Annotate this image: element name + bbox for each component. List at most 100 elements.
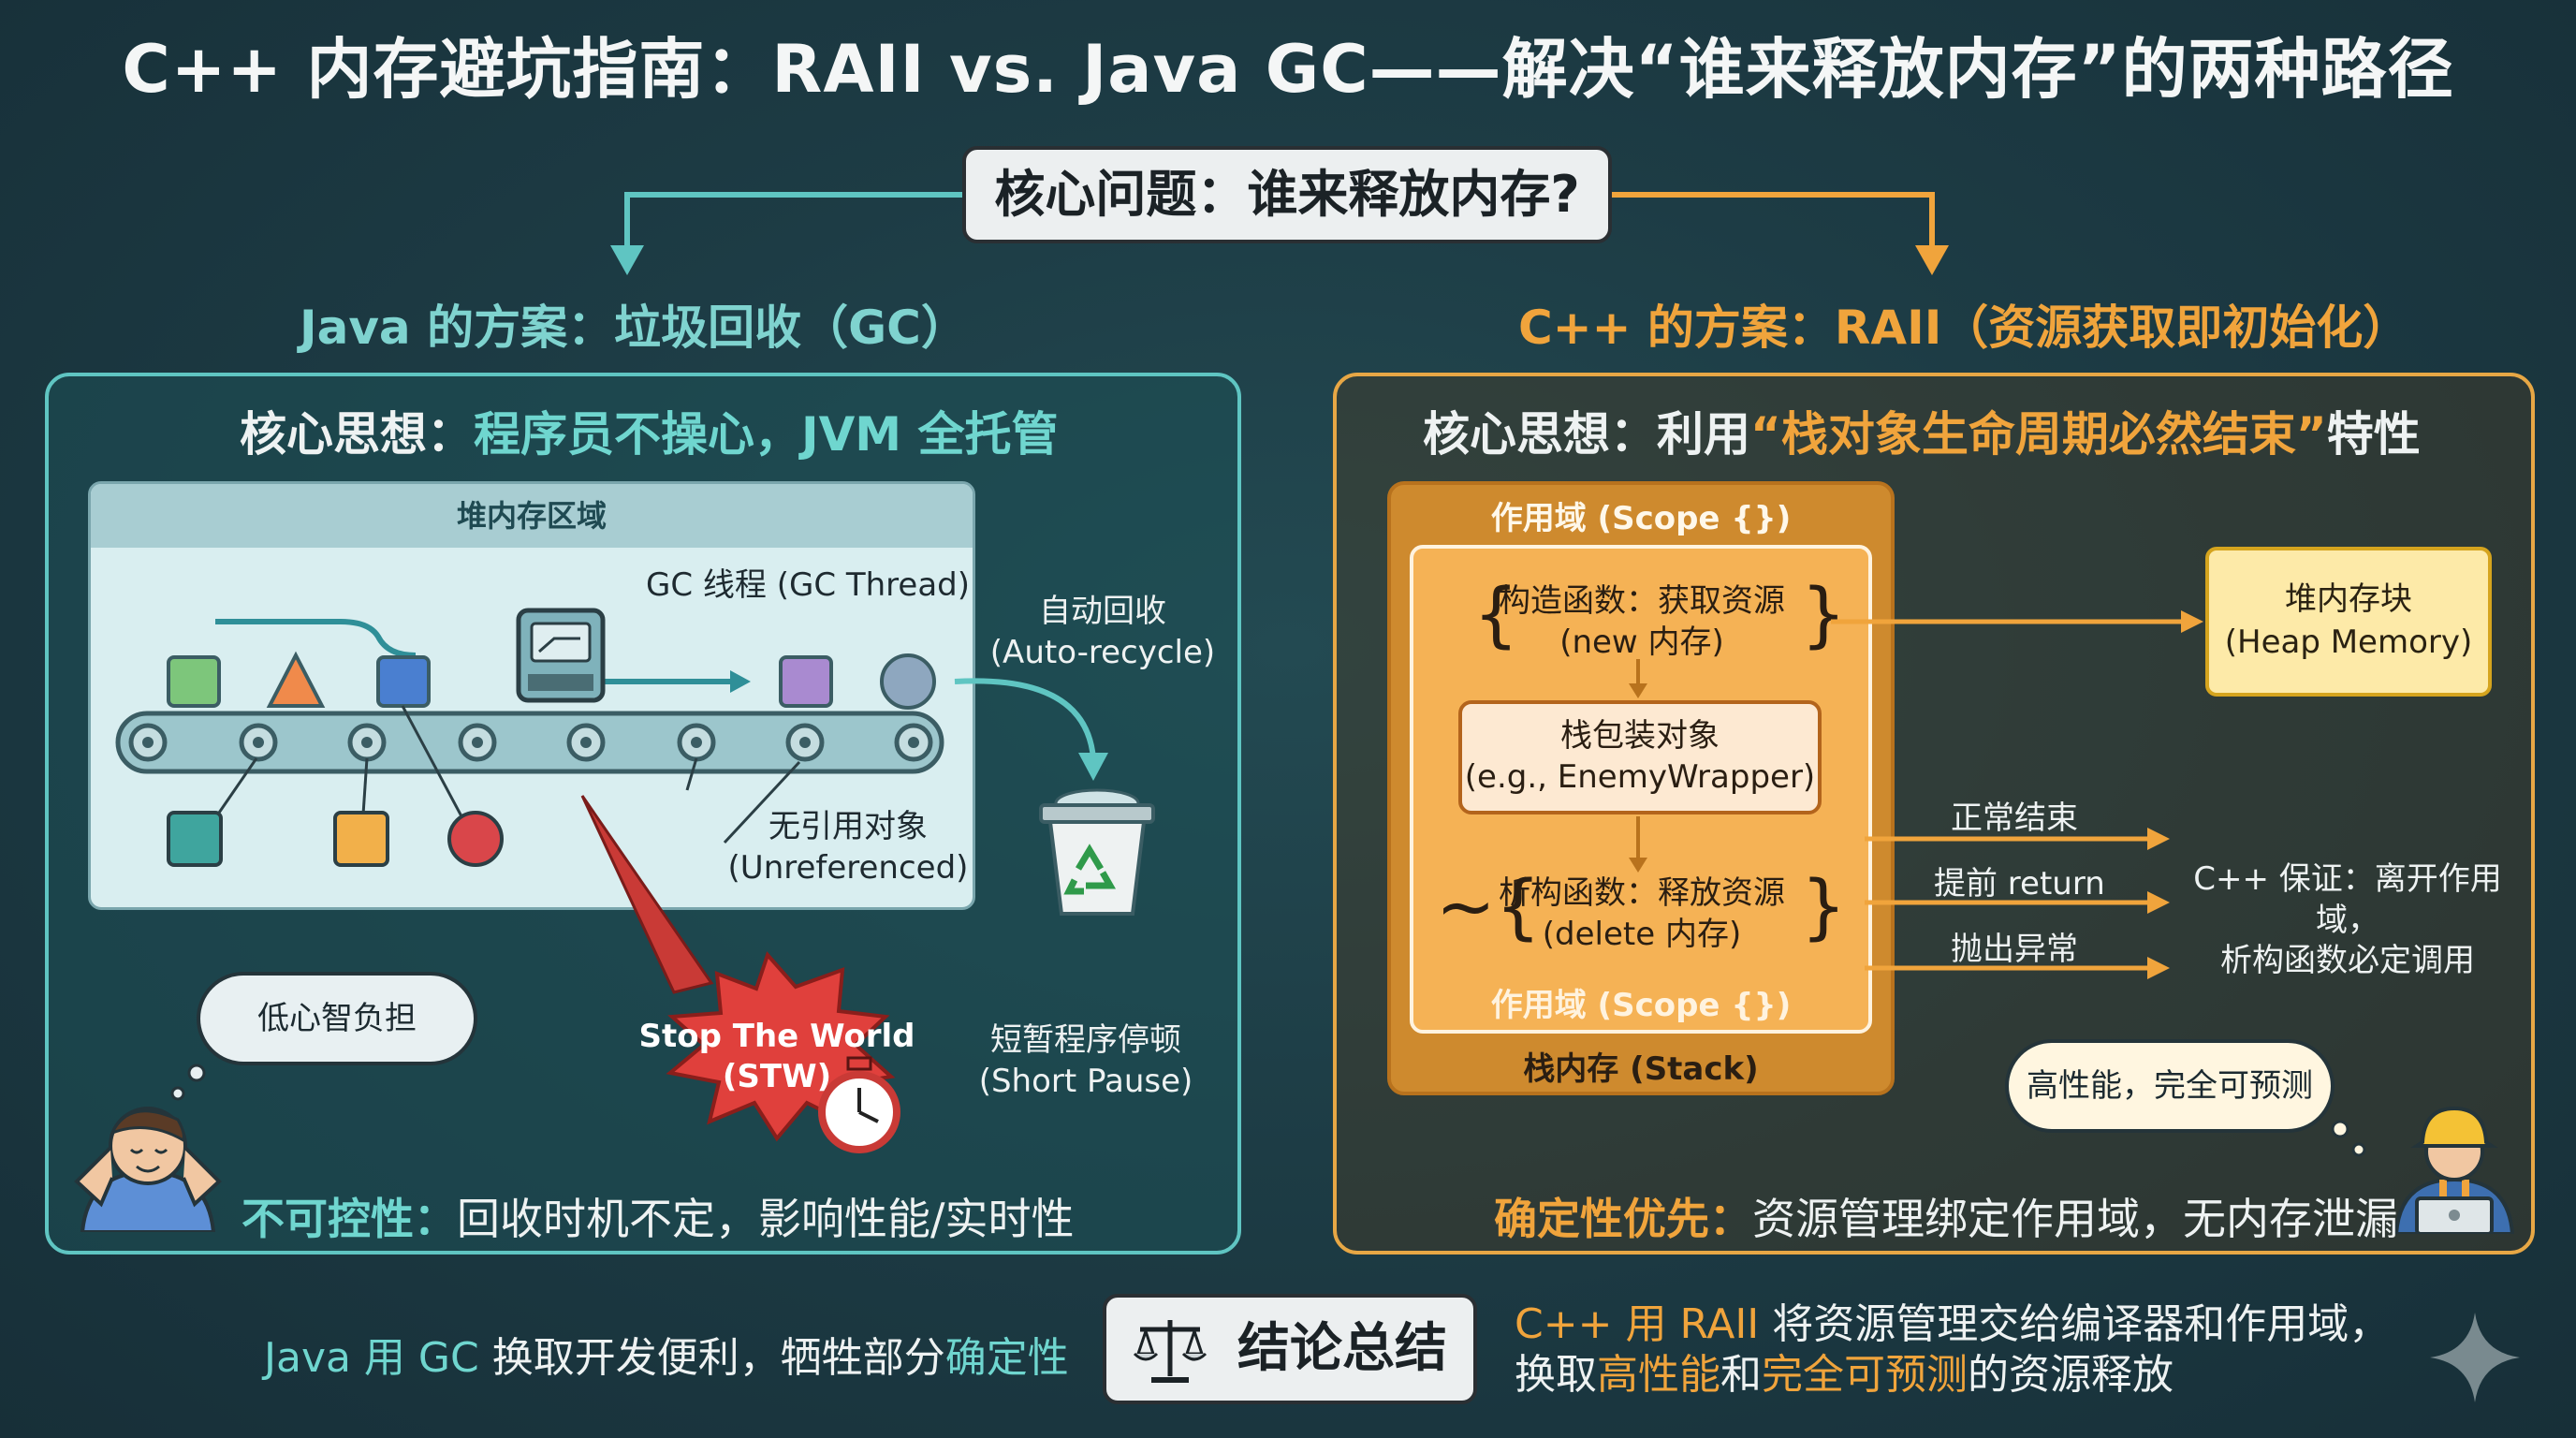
cpp-conclusion-b: RAII bbox=[1679, 1300, 1760, 1348]
cpp-conclusion-h: 的资源释放 bbox=[1968, 1350, 2174, 1399]
constructor-label: 构造函数：获取资源 (new 内存) bbox=[1460, 580, 1823, 663]
unreferenced-label: 无引用对象 (Unreferenced) bbox=[708, 807, 988, 888]
java-core-highlight: 程序员不操心，JVM 全托管 bbox=[474, 407, 1059, 462]
scope-top-label: 作用域 (Scope {}) bbox=[1490, 500, 1792, 537]
cpp-conclusion-e: 高性能 bbox=[1597, 1350, 1720, 1399]
engineer-icon bbox=[2393, 1106, 2515, 1234]
conveyor-belt bbox=[115, 711, 944, 774]
conveyor-rollers bbox=[128, 723, 933, 762]
java-branch-arrow bbox=[624, 192, 962, 255]
cpp-conclusion-a: C++ 用 bbox=[1515, 1300, 1680, 1348]
short-pause-label-2: (Short Pause) bbox=[978, 1062, 1193, 1100]
cpp-guarantee-label: C++ 保证：离开作用域， 析构函数必定调用 bbox=[2170, 859, 2525, 982]
auto-recycle-label-2: (Auto-recycle) bbox=[989, 633, 1216, 671]
conclusion-label: 结论总结 bbox=[1237, 1318, 1447, 1379]
recycle-bin-icon bbox=[1039, 788, 1155, 916]
object-orange-triangle bbox=[266, 651, 326, 708]
auto-recycle-label-1: 自动回收 bbox=[1039, 593, 1166, 630]
short-pause-label-1: 短暂程序停顿 bbox=[990, 1021, 1181, 1059]
stack-wrapper-label-2: (e.g., EnemyWrapper) bbox=[1464, 758, 1816, 797]
cpp-conclusion-line-2: 换取高性能和完全可预测的资源释放 bbox=[1515, 1350, 2390, 1401]
object-green-square bbox=[167, 655, 221, 708]
cpp-flow-arrows bbox=[1831, 610, 2203, 979]
cpp-core-prefix: 核心思想：利用 bbox=[1423, 407, 1750, 462]
conclusion-box: 结论总结 bbox=[1103, 1294, 1477, 1404]
destructor-label-2: (delete 内存) bbox=[1542, 916, 1742, 954]
heap-memory-box: 堆内存块 (Heap Memory) bbox=[2205, 547, 2492, 697]
java-core-idea: 核心思想：程序员不操心，JVM 全托管 bbox=[240, 397, 1058, 464]
page-title: C++ 内存避坑指南：RAII vs. Java GC——解决“谁来释放内存”的… bbox=[122, 31, 2454, 108]
relaxed-person-icon bbox=[74, 1107, 222, 1232]
stw-label: Stop The World (STW) bbox=[590, 1017, 964, 1096]
object-purple-square bbox=[779, 655, 833, 708]
java-bottom-line: 不可控性：回收时机不定，影响性能/实时性 bbox=[242, 1185, 1075, 1247]
stw-label-2: (STW) bbox=[722, 1057, 832, 1095]
cpp-core-suffix: 特性 bbox=[2326, 407, 2421, 462]
exit-return-label: 提前 return bbox=[1934, 865, 2105, 902]
stack-wrapper-label-1: 栈包装对象 bbox=[1560, 717, 1720, 755]
gc-robot-icon bbox=[516, 608, 606, 703]
auto-recycle-arrow bbox=[954, 678, 1108, 781]
sparkle-icon bbox=[2430, 1313, 2520, 1402]
java-conclusion-c: 换取开发便利，牺牲部分 bbox=[478, 1334, 945, 1382]
heap-memory-label-2: (Heap Memory) bbox=[2224, 623, 2473, 661]
lifecycle-arrows bbox=[1629, 659, 1647, 873]
heap-memory-label-1: 堆内存块 bbox=[2285, 580, 2412, 618]
brace-close-icon: } bbox=[1801, 572, 1847, 655]
stw-pointer bbox=[580, 795, 714, 994]
brace-open-icon: { bbox=[1473, 572, 1519, 655]
object-teal-square bbox=[167, 811, 223, 867]
java-core-prefix: 核心思想： bbox=[240, 407, 474, 462]
gc-thread-path bbox=[215, 619, 417, 658]
cpp-branch-arrow bbox=[1612, 192, 1935, 255]
cpp-conclusion-c: 将资源管理交给编译器和作用域， bbox=[1759, 1300, 2391, 1348]
constructor-label-1: 构造函数：获取资源 bbox=[1499, 582, 1785, 620]
cpp-conclusion: C++ 用 RAII 将资源管理交给编译器和作用域， 换取高性能和完全可预测的资… bbox=[1515, 1299, 2390, 1400]
java-conclusion: Java 用 GC 换取开发便利，牺牲部分确定性 bbox=[264, 1324, 1069, 1384]
scale-icon bbox=[1133, 1320, 1208, 1383]
stack-memory-label: 栈内存 (Stack) bbox=[1523, 1050, 1759, 1088]
object-grey-circle bbox=[880, 653, 936, 710]
low-burden-thought-cloud: 低心智负担 bbox=[197, 972, 477, 1065]
object-red-circle bbox=[447, 811, 504, 867]
gc-thread-arrowhead bbox=[730, 670, 751, 693]
brace-close-icon-2: } bbox=[1801, 864, 1847, 947]
java-bottom-text: 回收时机不定，影响性能/实时性 bbox=[457, 1194, 1075, 1244]
exit-normal-label: 正常结束 bbox=[1951, 800, 2078, 837]
java-bottom-prefix: 不可控性： bbox=[242, 1194, 457, 1244]
unreferenced-label-2: (Unreferenced) bbox=[727, 848, 969, 887]
object-yellow-square bbox=[333, 811, 389, 867]
thought-bubbles bbox=[170, 1064, 206, 1101]
java-heading: Java 的方案：垃圾回收（GC） bbox=[300, 301, 968, 355]
cpp-heading: C++ 的方案：RAII（资源获取即初始化） bbox=[1518, 301, 2410, 355]
exit-throw-label: 抛出异常 bbox=[1951, 931, 2078, 968]
cpp-conclusion-d: 换取 bbox=[1515, 1350, 1597, 1399]
cpp-core-idea: 核心思想：利用“栈对象生命周期必然结束”特性 bbox=[1423, 397, 2421, 464]
java-conclusion-a: Java 用 bbox=[264, 1334, 418, 1382]
tilde-brace-icon: ~{ bbox=[1436, 864, 1542, 947]
gc-thread-label: GC 线程 (GC Thread) bbox=[646, 566, 971, 604]
auto-recycle-label: 自动回收 (Auto-recycle) bbox=[981, 592, 1224, 673]
stack-wrapper-object-box: 栈包装对象 (e.g., EnemyWrapper) bbox=[1458, 700, 1822, 814]
gc-conveyor-diagram bbox=[115, 608, 944, 867]
thought-bubbles-cpp bbox=[2331, 1120, 2366, 1157]
stw-label-1: Stop The World bbox=[638, 1018, 915, 1055]
java-branch-arrowhead bbox=[610, 245, 644, 275]
destructor-label: 析构函数：释放资源 (delete 内存) bbox=[1460, 873, 1823, 955]
scope-bottom-label: 作用域 (Scope {}) bbox=[1490, 987, 1792, 1024]
cpp-bottom-text: 资源管理绑定作用域，无内存泄漏 bbox=[1752, 1194, 2398, 1244]
java-conclusion-b: GC bbox=[417, 1334, 479, 1382]
stopwatch-icon bbox=[818, 1056, 900, 1153]
high-performance-thought-cloud: 高性能，完全可预测 bbox=[2005, 1039, 2334, 1133]
destructor-label-1: 析构函数：释放资源 bbox=[1499, 874, 1785, 912]
cpp-guarantee-2: 析构函数必定调用 bbox=[2220, 942, 2475, 980]
heap-region-title: 堆内存区域 bbox=[91, 484, 973, 548]
short-pause-label: 短暂程序停顿 (Short Pause) bbox=[964, 1020, 1208, 1102]
object-blue-square bbox=[376, 655, 431, 708]
java-conclusion-d: 确定性 bbox=[944, 1334, 1069, 1382]
cpp-branch-arrowhead bbox=[1915, 245, 1949, 275]
cpp-conclusion-line-1: C++ 用 RAII 将资源管理交给编译器和作用域， bbox=[1515, 1299, 2390, 1350]
unreferenced-label-1: 无引用对象 bbox=[768, 808, 928, 845]
cpp-conclusion-f: 和 bbox=[1720, 1350, 1762, 1399]
